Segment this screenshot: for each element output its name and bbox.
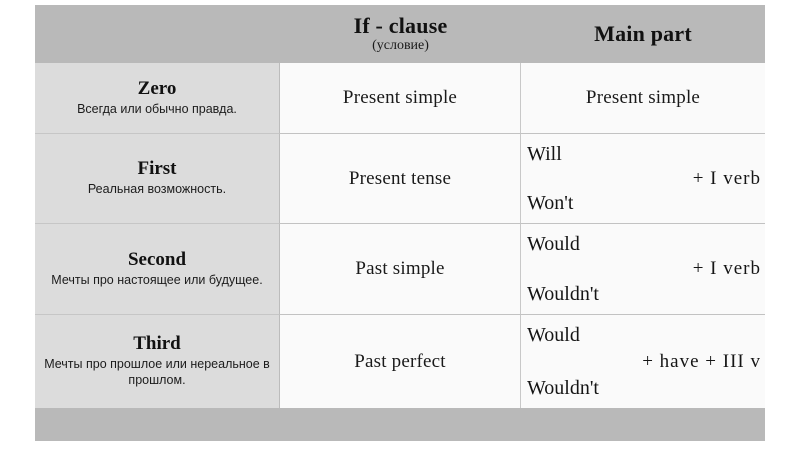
header-main-part-title: Main part [594, 21, 692, 47]
main-part-positive-modal: Would [527, 324, 580, 346]
header-if-clause-subtitle: (условие) [372, 37, 429, 53]
header-cell-if-clause: If - clause (условие) [280, 5, 521, 63]
main-part-positive-modal: Will [527, 143, 562, 165]
row-if-clause-cell: Present tense [280, 134, 521, 224]
header-if-clause-title: If - clause [353, 12, 448, 38]
row-main-part-cell: Present simple [521, 63, 765, 134]
main-part-formula: Will + I verb Won't [521, 134, 765, 223]
main-part-negative-modal: Won't [527, 192, 574, 214]
if-clause-tense: Past simple [355, 258, 445, 279]
table-row: Second Мечты про настоящее или будущее. … [35, 224, 765, 315]
main-part-formula: Would + I verb Wouldn't [521, 224, 765, 314]
main-part-positive-modal: Would [527, 233, 580, 255]
main-part-negative-modal: Wouldn't [527, 377, 599, 399]
table-footer-band [35, 408, 765, 441]
conditional-type-name: First [137, 158, 177, 180]
header-cell-main-part: Main part [521, 5, 765, 63]
main-part-verb-form: + have + III v [642, 350, 761, 372]
main-part-verb-form: + I verb [692, 258, 761, 279]
row-type-cell: Second Мечты про настоящее или будущее. [35, 224, 280, 315]
conditional-type-name: Zero [137, 77, 177, 99]
main-part-negative-modal: Wouldn't [527, 283, 599, 305]
row-if-clause-cell: Past simple [280, 224, 521, 315]
row-type-cell: Zero Всегда или обычно правда. [35, 63, 280, 134]
conditionals-table: If - clause (условие) Main part Zero Все… [35, 5, 765, 441]
row-main-part-cell: Will + I verb Won't [521, 134, 765, 224]
row-type-cell: First Реальная возможность. [35, 134, 280, 224]
main-part-verb-form: + I verb [692, 167, 761, 189]
table-body: Zero Всегда или обычно правда. Present s… [35, 63, 765, 408]
conditional-type-description: Мечты про прошлое или нереальное в прошл… [44, 357, 270, 387]
row-if-clause-cell: Present simple [280, 63, 521, 134]
table-row: First Реальная возможность. Present tens… [35, 134, 765, 224]
row-type-cell: Third Мечты про прошлое или нереальное в… [35, 315, 280, 408]
row-if-clause-cell: Past perfect [280, 315, 521, 408]
table-row: Zero Всегда или обычно правда. Present s… [35, 63, 765, 134]
main-part-formula: Would + have + III v Wouldn't [521, 315, 765, 408]
conditional-type-description: Всегда или обычно правда. [77, 101, 237, 116]
table-row: Third Мечты про прошлое или нереальное в… [35, 315, 765, 408]
conditional-type-name: Third [133, 333, 181, 355]
conditional-type-description: Реальная возможность. [87, 182, 227, 197]
conditional-type-name: Second [127, 248, 187, 270]
main-part-tense: Present simple [585, 87, 701, 108]
row-main-part-cell: Would + have + III v Wouldn't [521, 315, 765, 408]
table-header-row: If - clause (условие) Main part [35, 5, 765, 63]
if-clause-tense: Present simple [342, 87, 458, 108]
if-clause-tense: Past perfect [354, 350, 446, 372]
conditional-type-description: Мечты про настоящее или будущее. [51, 272, 263, 287]
if-clause-tense: Present tense [348, 167, 452, 189]
row-main-part-cell: Would + I verb Wouldn't [521, 224, 765, 315]
header-cell-spacer [35, 5, 280, 63]
